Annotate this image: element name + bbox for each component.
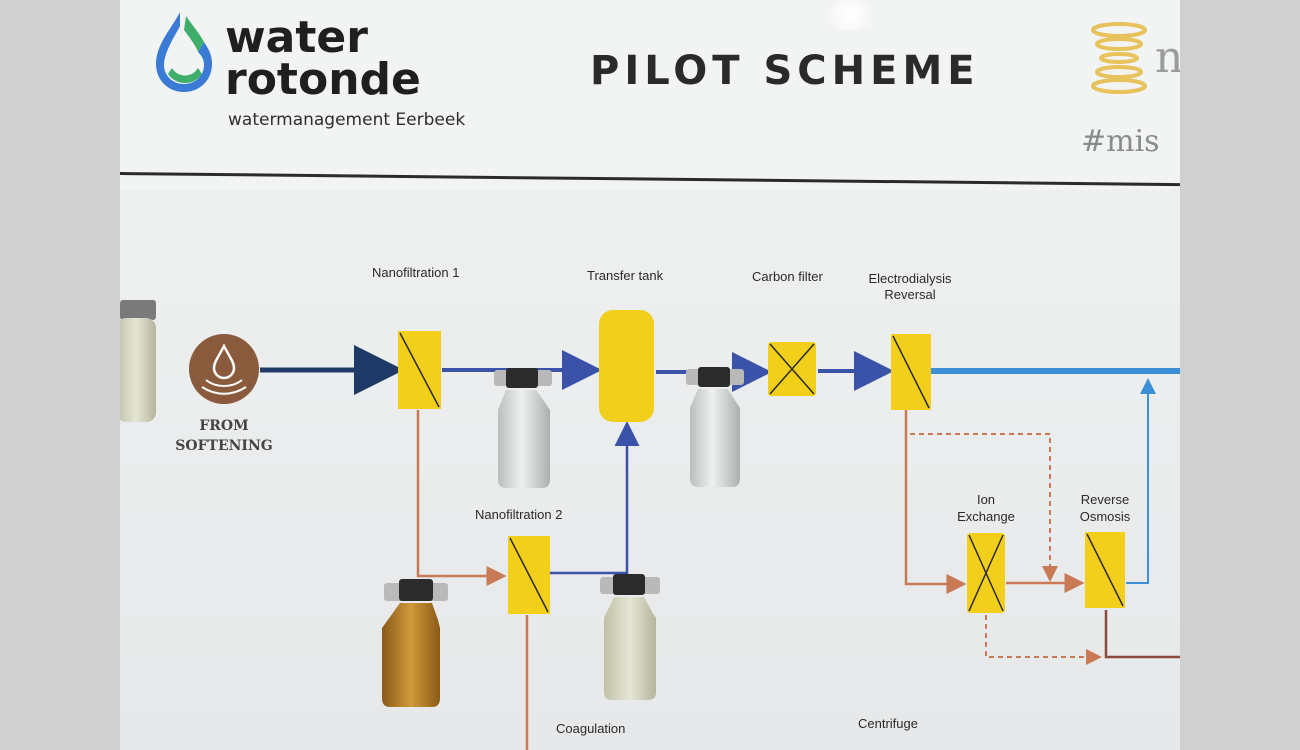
sample-bottle-nf2 bbox=[600, 574, 660, 700]
sample-bottle-amber bbox=[382, 579, 448, 707]
page-title: PILOT SCHEME bbox=[590, 48, 980, 94]
label-coagulation: Coagulation bbox=[556, 721, 626, 736]
label-ion-exchange-line2: Exchange bbox=[957, 509, 1015, 524]
label-reverse-osmosis-line2: Osmosis bbox=[1079, 509, 1131, 524]
from-softening-icon bbox=[189, 334, 259, 404]
nanofiltration-2-unit bbox=[508, 536, 550, 614]
label-nanofiltration-2: Nanofiltration 2 bbox=[475, 507, 563, 522]
water-rotonde-logo: water rotonde watermanagement Eerbeek bbox=[150, 6, 480, 130]
carbon-filter-unit bbox=[768, 342, 816, 396]
label-ion-exchange-line1: Ion bbox=[976, 492, 996, 507]
transfer-tank-unit bbox=[599, 310, 654, 422]
sample-bottle-nf1 bbox=[494, 368, 552, 488]
pilot-scheme-board: water rotonde watermanagement Eerbeek PI… bbox=[120, 0, 1180, 750]
label-from-line1: FROM bbox=[199, 418, 249, 434]
sample-bottle-tank bbox=[686, 367, 744, 487]
nf2-permeate-line bbox=[550, 421, 640, 575]
sponsor-logo: n #mis bbox=[1081, 14, 1180, 174]
label-reverse-osmosis-line1: Reverse bbox=[1080, 492, 1130, 507]
process-flow-diagram bbox=[120, 300, 1180, 750]
label-from-softening: FROM SOFTENING bbox=[164, 416, 284, 456]
ion-exchange-unit bbox=[967, 533, 1005, 613]
ix-waste-dashed-line bbox=[985, 615, 1102, 665]
ro-concentrate-line bbox=[1104, 610, 1180, 659]
water-drop-logo-icon bbox=[156, 12, 212, 92]
label-from-line2: SOFTENING bbox=[175, 438, 273, 454]
reverse-osmosis-unit bbox=[1085, 532, 1125, 608]
sponsor-coil-icon bbox=[1091, 22, 1147, 94]
label-carbon-filter: Carbon filter bbox=[752, 269, 823, 284]
logo-word-water: water bbox=[225, 12, 368, 63]
nf1-concentrate-line bbox=[416, 410, 507, 586]
ro-permeate-line bbox=[1126, 378, 1156, 584]
label-edr-line1: Electrodialysis bbox=[868, 271, 952, 286]
edr-bypass-dashed-line bbox=[910, 433, 1058, 582]
label-transfer-tank: Transfer tank bbox=[587, 268, 664, 283]
sponsor-hashtag: #mis bbox=[1081, 124, 1160, 159]
label-centrifuge: Centrifuge bbox=[858, 716, 918, 731]
light-reflection bbox=[820, 0, 880, 30]
logo-word-rotonde: rotonde bbox=[225, 54, 421, 105]
sample-bottle-left-edge bbox=[120, 300, 156, 422]
label-edr-line2: Reversal bbox=[884, 287, 936, 302]
nanofiltration-1-unit bbox=[398, 331, 441, 409]
label-nanofiltration-1: Nanofiltration 1 bbox=[372, 265, 460, 280]
logo-subtitle: watermanagement Eerbeek bbox=[228, 110, 466, 130]
edr-unit bbox=[891, 334, 931, 410]
sponsor-letter: n bbox=[1155, 32, 1180, 83]
edr-concentrate-line bbox=[904, 410, 967, 594]
